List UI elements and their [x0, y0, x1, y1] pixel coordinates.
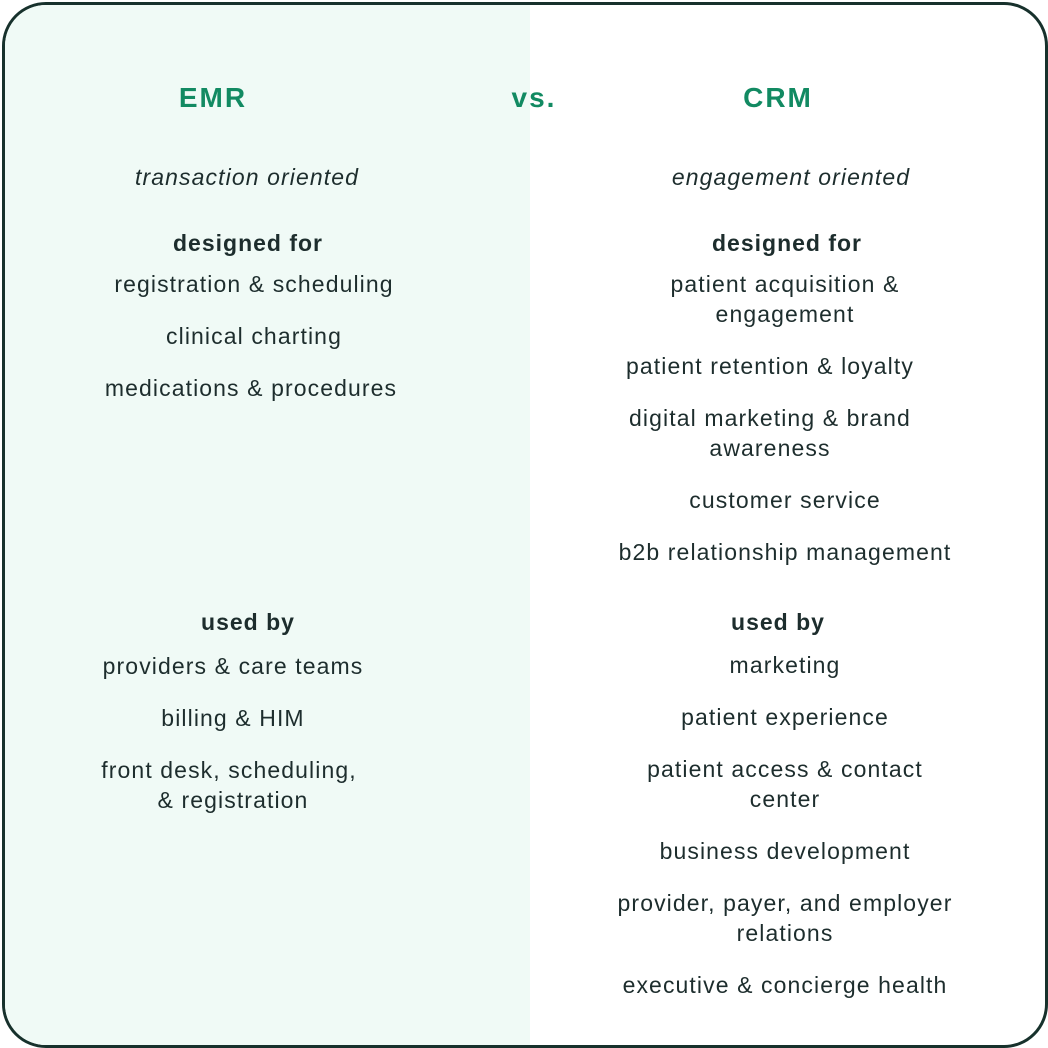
crm-designed-for-item: awareness — [709, 435, 831, 461]
crm-designed-for-item: patient retention & loyalty — [626, 353, 914, 379]
crm-used-by-item: center — [749, 786, 821, 812]
crm-used-by-item: executive & concierge health — [622, 972, 948, 998]
emr-title: EMR — [178, 82, 248, 113]
vs-separator: vs. — [511, 82, 557, 113]
crm-used-by-item: patient experience — [681, 704, 889, 730]
emr-designed-for-item: medications & procedures — [104, 375, 398, 401]
crm-title: CRM — [743, 82, 813, 113]
crm-orientation: engagement oriented — [671, 164, 911, 190]
crm-used-by-item: relations — [736, 920, 834, 946]
crm-used-by-item: patient access & contact — [647, 756, 923, 782]
crm-designed-for-item: engagement — [715, 301, 855, 327]
emr-used-by-item: providers & care teams — [102, 653, 364, 679]
crm-designed-for-item: patient acquisition & — [670, 271, 900, 297]
emr-used-by-label: used by — [201, 609, 295, 635]
crm-used-by-item: marketing — [729, 652, 841, 678]
crm-designed-for-label: designed for — [711, 230, 863, 256]
emr-designed-for-item: clinical charting — [166, 323, 342, 349]
emr-designed-for-item: registration & scheduling — [114, 271, 394, 297]
emr-used-by-item: front desk, scheduling, — [101, 757, 357, 783]
crm-used-by-label: used by — [731, 609, 825, 635]
crm-designed-for-item: digital marketing & brand — [629, 405, 911, 431]
emr-used-by-item: billing & HIM — [161, 705, 305, 731]
emr-column-background — [5, 5, 530, 1045]
emr-used-by-item: & registration — [157, 787, 309, 813]
emr-designed-for-label: designed for — [172, 230, 324, 256]
emr-orientation: transaction oriented — [134, 164, 360, 190]
crm-designed-for-item: customer service — [689, 487, 881, 513]
crm-used-by-item: business development — [659, 838, 911, 864]
crm-designed-for-item: b2b relationship management — [618, 539, 952, 565]
crm-used-by-item: provider, payer, and employer — [617, 890, 953, 916]
